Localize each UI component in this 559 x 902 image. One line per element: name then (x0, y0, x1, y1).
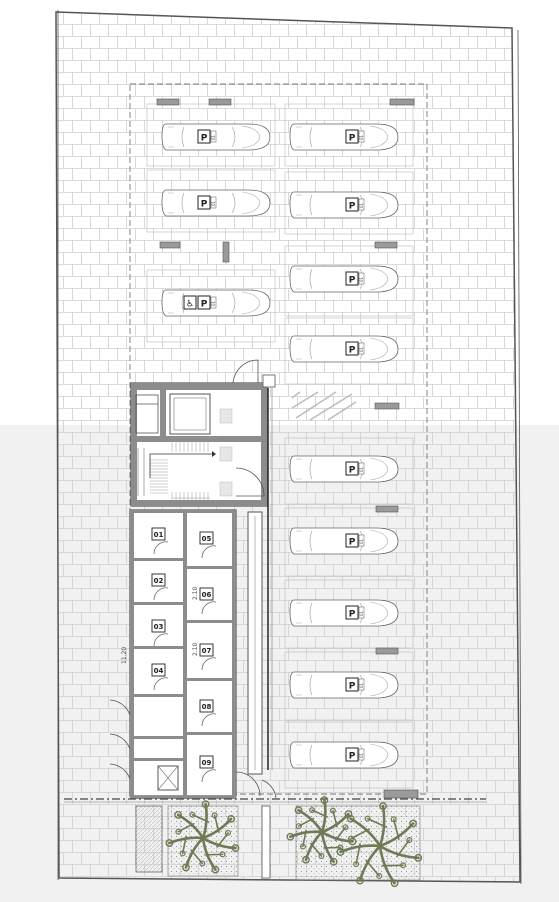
dimension-long-label: 11.20 (121, 647, 128, 664)
spot-code-label: 01 (359, 202, 364, 208)
spot-code-label: 01 (359, 538, 364, 544)
spot-code-label: 01 (359, 752, 364, 758)
accessible-parking-label: ♿ (186, 300, 194, 310)
tree-icon (165, 800, 240, 874)
svg-text:04: 04 (154, 667, 164, 675)
storage-unit-tag: 04 (151, 663, 169, 691)
svg-text:09: 09 (202, 759, 212, 767)
parking-zone (129, 83, 428, 795)
storage-unit-tag: 09 (199, 755, 217, 783)
spot-code-label: 01 (359, 276, 364, 282)
storage-unit-tag: 02 (151, 573, 169, 601)
parking-sign-label: P (349, 202, 356, 212)
core-block (130, 382, 268, 507)
svg-text:07: 07 (202, 647, 212, 655)
spot-code-label: 01 (359, 610, 364, 616)
parking-sign-label: P (349, 538, 356, 548)
parking-sign-label: P (201, 300, 208, 310)
dimension-width-label-2: 2.10 (192, 642, 199, 656)
storage-units: 01 02 03 04 05 06 07 08 09 (129, 509, 237, 799)
parking-bays-right (284, 103, 414, 789)
stairs-icon (137, 448, 145, 496)
ramp-markings (291, 391, 357, 421)
svg-text:02: 02 (154, 577, 164, 585)
parking-sign-label: P (349, 134, 356, 144)
spot-code-label: 01 (211, 300, 216, 306)
storage-unit-tag: 01 (151, 527, 169, 555)
wheel-stops (156, 98, 415, 655)
spot-code-label: 01 (211, 134, 216, 140)
svg-text:05: 05 (202, 535, 212, 543)
spot-code-label: 01 (359, 134, 364, 140)
svg-text:06: 06 (202, 591, 212, 599)
storage-unit-tag: 07 (199, 643, 217, 671)
storage-unit-tag: 05 (199, 531, 217, 559)
spot-code-label: 01 (359, 466, 364, 472)
parking-sign-label: P (349, 752, 356, 762)
parking-sign-label: P (349, 346, 356, 356)
spot-code-label: 01 (359, 346, 364, 352)
elevator-icon (169, 393, 211, 435)
dimension-width-label: 2.10 (192, 586, 199, 600)
trees-layer (165, 796, 423, 888)
tree-icon (336, 802, 423, 888)
parking-sign-label: P (349, 610, 356, 620)
svg-text:01: 01 (154, 531, 164, 539)
parking-sign-label: P (349, 682, 356, 692)
storage-unit-tag: 03 (151, 619, 169, 647)
spot-code-label: 01 (359, 682, 364, 688)
corridor (247, 388, 273, 775)
parking-sign-label: P (201, 200, 208, 210)
storage-unit-tag: 06 (199, 587, 217, 615)
parking-sign-label: P (201, 134, 208, 144)
storage-unit-tag: 08 (199, 699, 217, 727)
parking-sign-label: P (349, 276, 356, 286)
parking-sign-label: P (349, 466, 356, 476)
svg-text:08: 08 (202, 703, 212, 711)
svg-text:03: 03 (154, 623, 164, 631)
tree-icon (286, 796, 357, 866)
spot-code-label: 01 (211, 200, 216, 206)
